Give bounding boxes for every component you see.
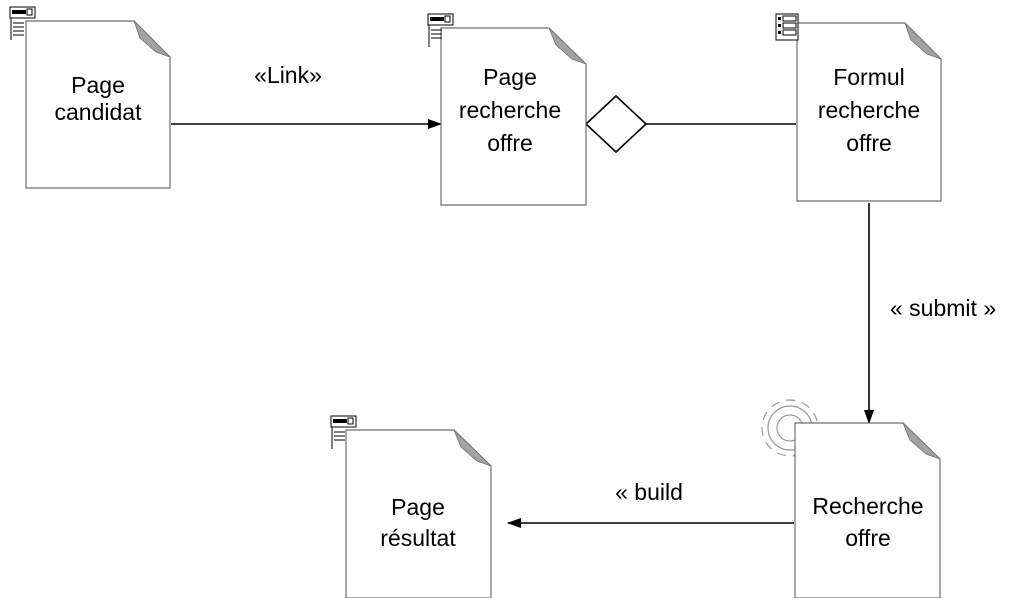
node-label-line3: offre: [846, 130, 892, 156]
build-label: « build: [615, 479, 683, 505]
node-label-line2: offre: [845, 525, 891, 551]
page-shape: [794, 422, 941, 598]
page-shape: [440, 27, 587, 206]
edge-aggregation[interactable]: [584, 94, 796, 154]
page-fold: [902, 422, 941, 460]
node-label-line1: Recherche: [812, 493, 923, 519]
web-page-icon: [9, 6, 36, 40]
web-page-icon: [330, 415, 357, 449]
node-label-line2: recherche: [818, 97, 920, 123]
node-label-line1: Page: [391, 494, 445, 520]
page-fold: [904, 22, 942, 60]
edge-link[interactable]: «Link»: [171, 62, 442, 129]
node-page-candidat[interactable]: Page candidat: [9, 6, 171, 189]
node-page-resultat[interactable]: Page résultat: [330, 415, 492, 598]
node-page-recherche-offre[interactable]: Page recherche offre: [427, 13, 587, 206]
node-label-line1: Formul: [833, 64, 905, 90]
page-fold: [453, 429, 492, 467]
submit-label: « submit »: [890, 295, 996, 321]
web-page-icon: [427, 13, 454, 47]
link-label: «Link»: [254, 62, 322, 88]
page-shape: [345, 429, 492, 598]
node-label-line2: résultat: [380, 525, 456, 551]
page-shape: [25, 20, 171, 189]
edge-submit[interactable]: « submit »: [864, 203, 996, 424]
form-icon: [775, 13, 799, 41]
node-label-line3: offre: [487, 130, 533, 156]
node-recherche-offre[interactable]: Recherche offre: [761, 399, 941, 598]
node-label-line2: candidat: [55, 99, 143, 125]
node-formul-recherche-offre[interactable]: Formul recherche offre: [775, 13, 942, 202]
page-fold: [133, 20, 171, 58]
aggregation-diamond: [584, 94, 648, 154]
node-label-line1: Page: [483, 64, 537, 90]
edge-build[interactable]: « build: [507, 479, 794, 528]
page-shape: [796, 22, 942, 202]
node-label-line1: Page: [71, 72, 125, 98]
node-label-line2: recherche: [459, 97, 561, 123]
page-fold: [548, 27, 587, 65]
